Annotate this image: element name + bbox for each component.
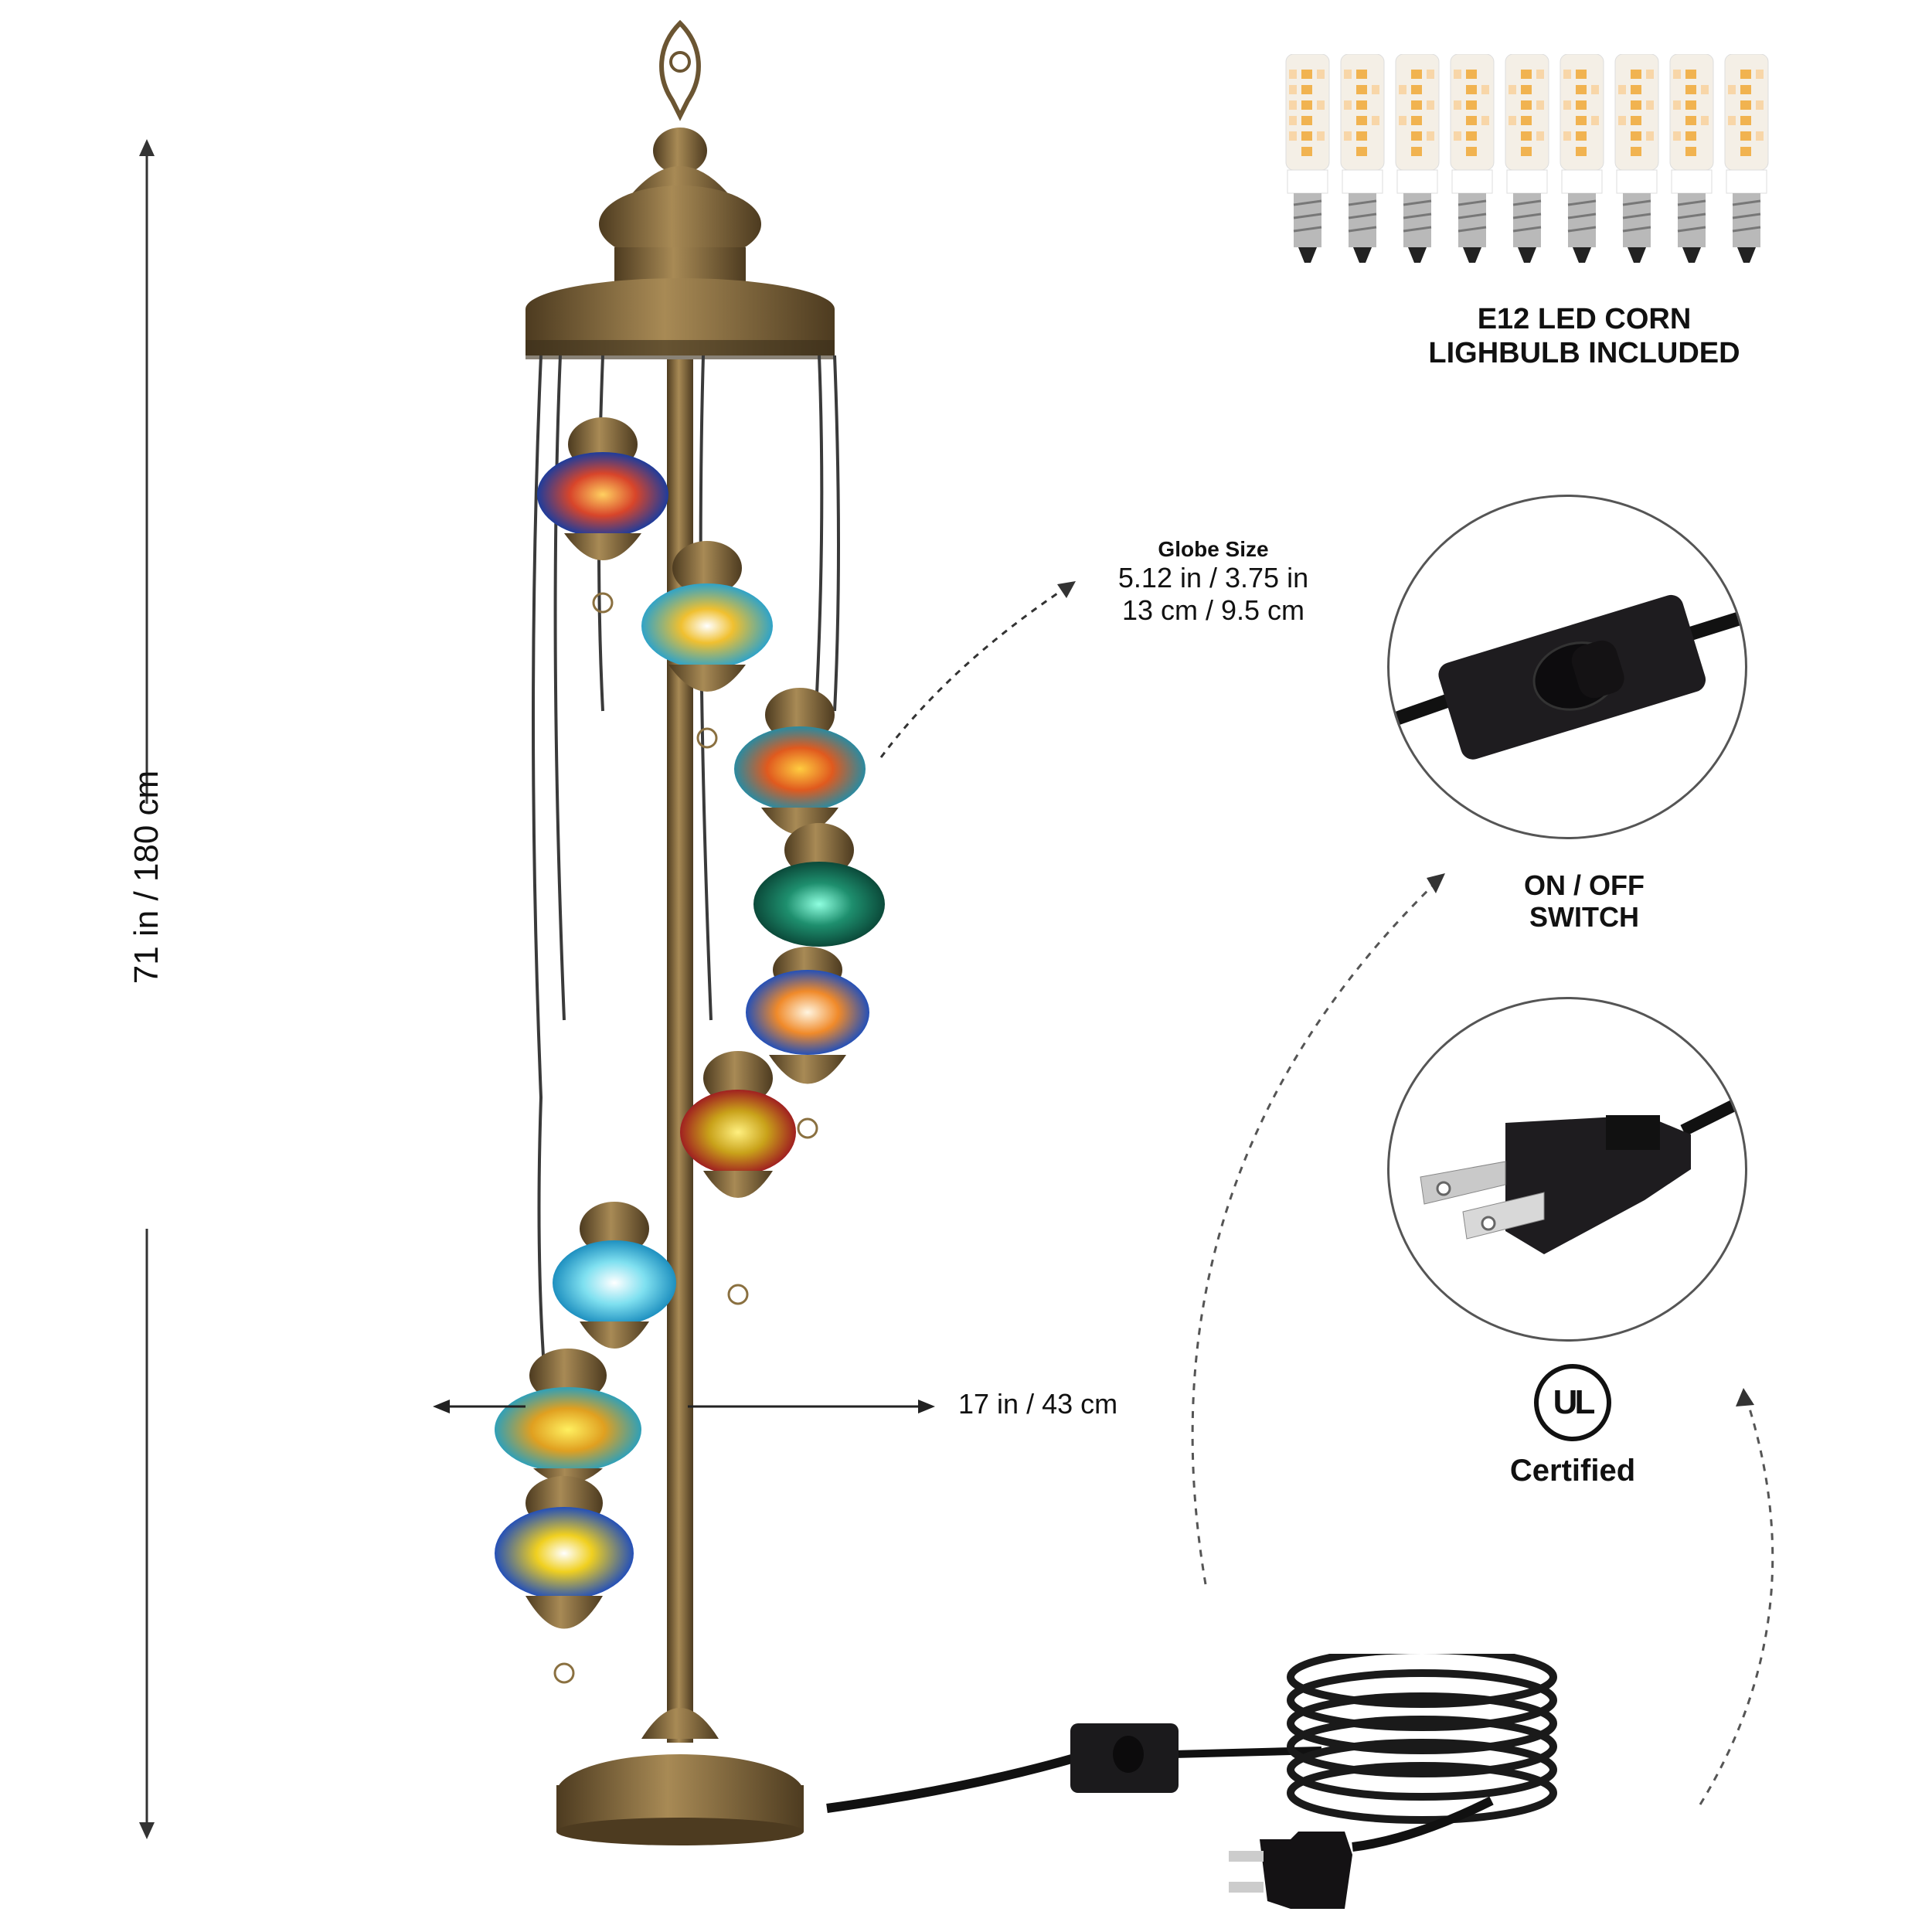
width-dimension <box>433 1395 935 1418</box>
floor-lamp-image <box>448 15 943 1847</box>
globe-size-cm: 13 cm / 9.5 cm <box>1121 594 1305 626</box>
globe-4 <box>753 823 885 947</box>
certified-label: Certified <box>1509 1454 1636 1488</box>
globe-6 <box>680 1051 796 1305</box>
globe-2 <box>641 541 773 749</box>
dashed-arrow-icon <box>1699 1388 1774 1805</box>
globe-8 <box>495 1349 641 1484</box>
dashed-arrow-icon <box>1191 873 1445 1585</box>
led-bulb-icon <box>1283 54 1332 270</box>
power-plug-icon <box>1420 1094 1745 1254</box>
led-bulb-icon <box>1447 54 1497 270</box>
globe-3 <box>734 688 866 835</box>
led-bulb-icon <box>1338 54 1387 270</box>
led-bulb-icon <box>1722 54 1771 270</box>
led-bulb-icon <box>1557 54 1607 270</box>
switch-detail-circle <box>1387 495 1747 839</box>
globe-7 <box>553 1202 676 1349</box>
globe-9 <box>495 1476 634 1684</box>
led-bulb-icon <box>1502 54 1552 270</box>
bulbs-caption: E12 LED CORN LIGHBULB INCLUDED <box>1428 303 1740 369</box>
globe-1 <box>537 417 668 614</box>
globe-size-title: Globe Size <box>1158 537 1269 561</box>
led-bulbs-group <box>1283 54 1777 270</box>
inline-switch-icon <box>1389 594 1745 760</box>
power-plug-icon <box>1229 1796 1494 1909</box>
globe-size-inches: 5.12 in / 3.75 in <box>1117 562 1309 594</box>
width-arrow-icon <box>433 1400 935 1413</box>
cord-coil-icon <box>1287 1654 1557 1824</box>
power-cord-assembly <box>826 1654 1557 1909</box>
dashed-arrow-icon <box>879 581 1076 758</box>
globe-5 <box>746 947 869 1139</box>
led-bulb-icon <box>1393 54 1442 270</box>
inline-switch-icon <box>1070 1723 1179 1793</box>
height-arrow-icon <box>139 139 155 1839</box>
led-bulb-icon <box>1667 54 1716 270</box>
globe-size-callout: Globe Size 5.12 in / 3.75 in 13 cm / 9.5… <box>1090 537 1337 626</box>
height-dimension <box>124 139 170 1839</box>
ul-logo: UL <box>1534 1364 1611 1441</box>
plug-detail-circle <box>1387 997 1747 1342</box>
led-bulb-icon <box>1612 54 1662 270</box>
switch-caption: ON / OFF SWITCH <box>1524 869 1645 934</box>
ul-logo-text: UL <box>1553 1383 1596 1421</box>
height-label: 71 in / 180 cm <box>128 770 165 985</box>
width-label: 17 in / 43 cm <box>958 1388 1118 1420</box>
